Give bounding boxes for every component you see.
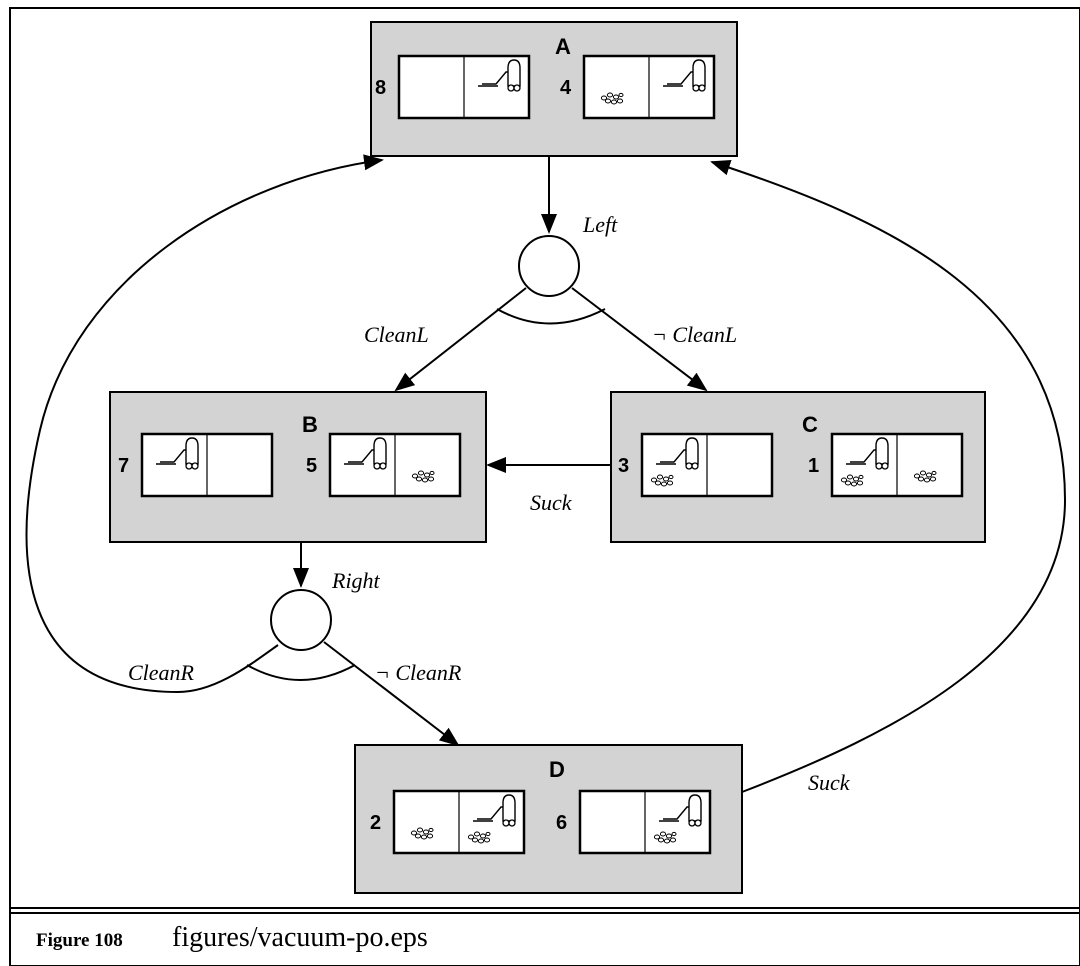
world-state-number: 4 — [560, 77, 572, 99]
figure-filename: figures/vacuum-po.eps — [172, 922, 428, 953]
edge-left-to-c — [571, 287, 708, 392]
percept-label-not-clean-l: ¬ CleanL — [652, 322, 737, 347]
state-b-label: B — [302, 412, 318, 437]
state-box-b: B 7 5 — [109, 391, 487, 543]
or-node-right — [270, 589, 332, 651]
edge-left-to-b — [394, 287, 527, 392]
world-state-number: 5 — [306, 455, 317, 477]
edge-right-to-d — [323, 641, 460, 747]
state-a-label: A — [555, 34, 571, 59]
state-d-label: D — [549, 757, 565, 782]
and-arc-left — [496, 308, 606, 325]
edge-d-to-a — [710, 159, 1067, 793]
figure-number: Figure 108 — [36, 930, 123, 951]
world-state-number: 1 — [808, 455, 819, 477]
world-state-number: 8 — [375, 77, 386, 99]
state-box-a: A 8 4 — [370, 21, 738, 157]
world-state-number: 3 — [618, 455, 629, 477]
state-c-label: C — [802, 412, 818, 437]
state-box-d: D 2 6 — [354, 744, 743, 894]
action-label-suck-d-to-a: Suck — [808, 770, 851, 795]
percept-label-clean-l: CleanL — [364, 322, 429, 347]
world-state-number: 2 — [370, 812, 381, 834]
world-state-number: 7 — [118, 455, 129, 477]
action-label-suck-c-to-b: Suck — [530, 490, 573, 515]
connectors — [25, 154, 1067, 793]
and-arc-right — [246, 664, 356, 681]
world-state-number: 6 — [556, 812, 567, 834]
state-box-c: C 3 1 — [610, 391, 986, 543]
percept-label-clean-r: CleanR — [128, 660, 195, 685]
percept-label-not-clean-r: ¬ CleanR — [375, 660, 462, 685]
action-label-right: Right — [331, 568, 381, 593]
edge-right-to-a — [25, 154, 384, 694]
or-node-left — [518, 235, 580, 297]
action-label-left: Left — [582, 212, 618, 237]
